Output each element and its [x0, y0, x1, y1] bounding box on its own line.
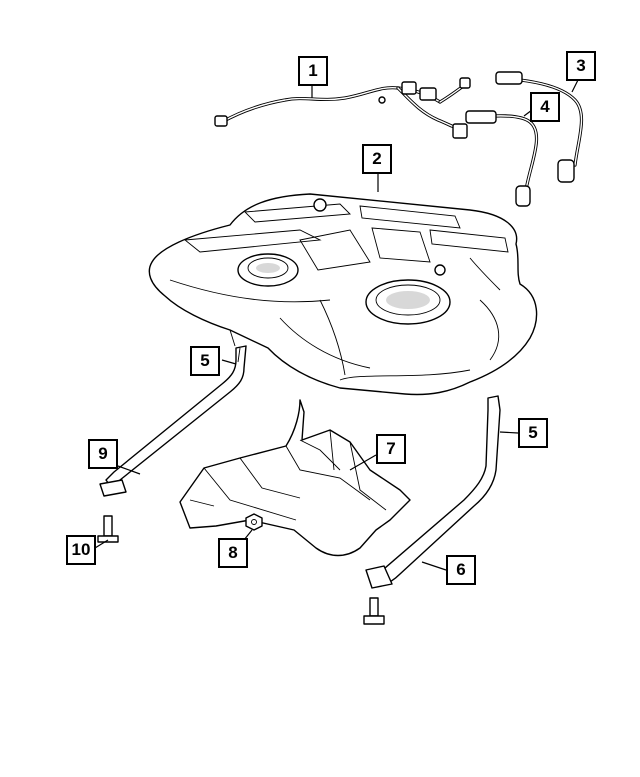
nut [245, 513, 263, 531]
callout-9: 9 [88, 439, 118, 469]
fuel-tank [148, 193, 538, 396]
tank-strap-end [99, 479, 127, 497]
callout-10: 10 [66, 535, 96, 565]
callout-5b: 5 [518, 418, 548, 448]
tank-strap-right [365, 395, 501, 589]
callout-8: 8 [218, 538, 248, 568]
callout-3: 3 [566, 51, 596, 81]
callout-7: 7 [376, 434, 406, 464]
bolt-right [363, 597, 385, 625]
callout-6: 6 [446, 555, 476, 585]
callout-2: 2 [362, 144, 392, 174]
heat-shield [179, 399, 411, 557]
wiring-harness [214, 77, 471, 139]
bolt-left [97, 515, 119, 543]
fuel-hose-long [495, 71, 584, 183]
callout-4: 4 [530, 92, 560, 122]
fuel-hose-short [465, 110, 539, 207]
callout-5a: 5 [190, 346, 220, 376]
callout-1: 1 [298, 56, 328, 86]
